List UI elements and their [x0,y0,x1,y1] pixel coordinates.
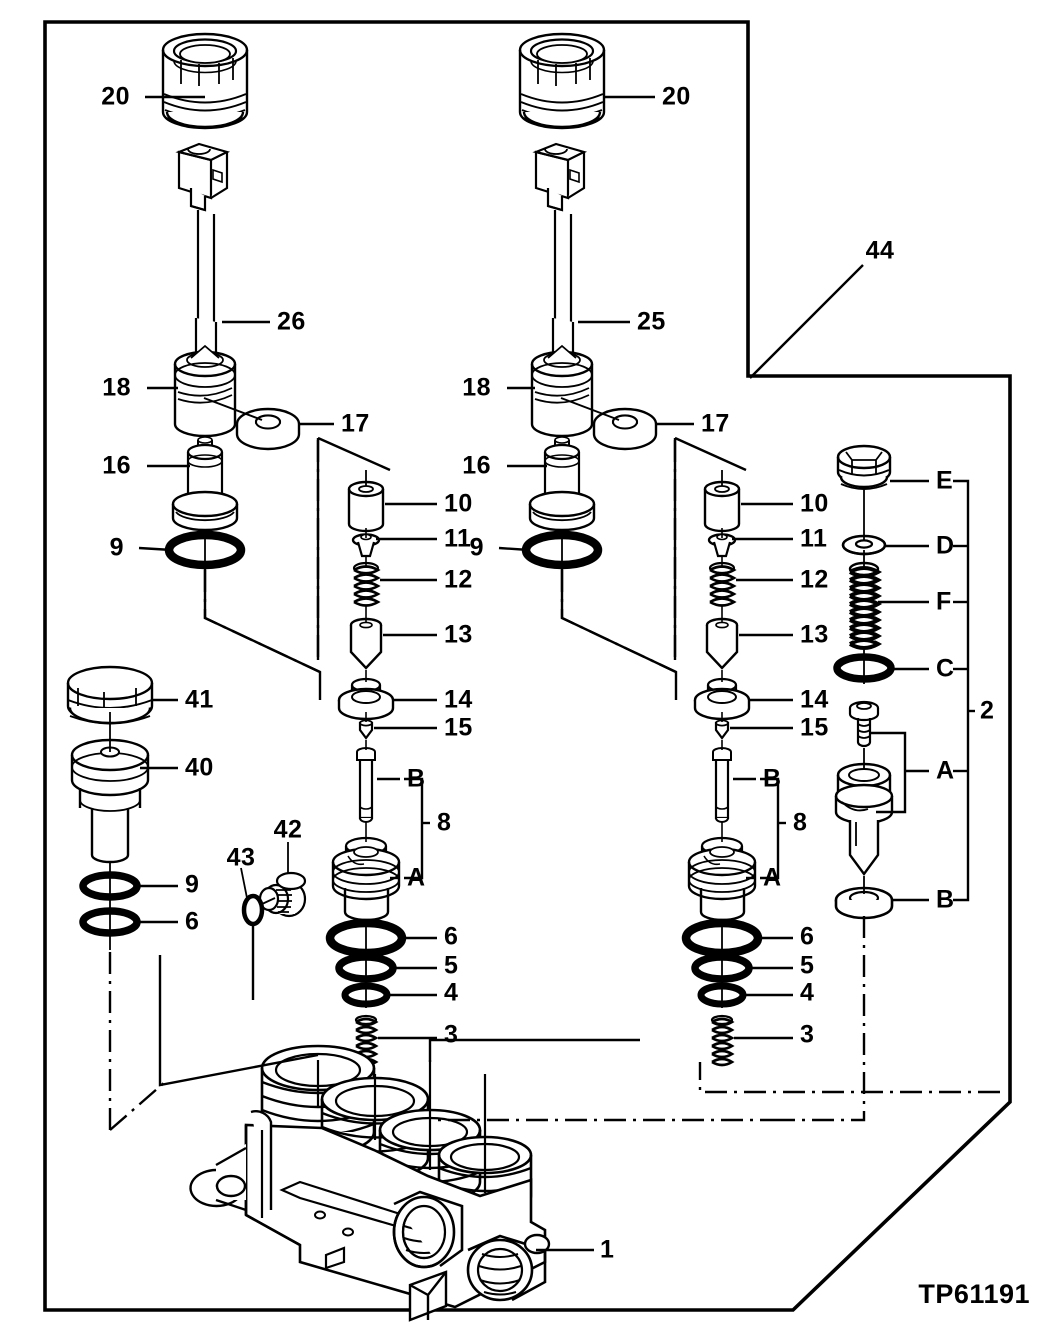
callout-f-cF: F [936,587,952,616]
callout-26-c26: 26 [277,307,306,336]
callout-17-c17L: 17 [341,409,370,438]
callout-3-c3L: 3 [444,1020,459,1049]
valve-cartridge-left [330,470,402,1067]
callout-16-c16L: 16 [102,451,131,480]
callout-9-c9R: 9 [469,533,484,562]
callout-5-c5L: 5 [444,951,459,980]
solenoid-assembly-right [518,32,658,566]
solenoid-coil-right [530,344,594,438]
callout-3-c3R: 3 [800,1020,815,1049]
part-E [836,444,892,490]
callout-c-cC: C [936,654,955,683]
callout-8-c8R: 8 [793,808,808,837]
callout-18-c18L: 18 [102,373,131,402]
plunger-right [528,436,596,532]
callout-5-c5R: 5 [800,951,815,980]
callout-41-c41: 41 [185,685,214,714]
drawing-number: TP61191 [918,1279,1030,1309]
callout-10-c10R: 10 [800,489,829,518]
relief-cartridge-right [834,444,894,920]
callout-12-c12R: 12 [800,565,829,594]
callout-4-c4R: 4 [800,978,815,1007]
callout-6-c6LL: 6 [185,907,200,936]
callout-14-c14L: 14 [444,685,473,714]
callout-e-cE: E [936,466,954,495]
part-A-right [687,836,757,922]
part-B-left [356,747,376,823]
callout-b-cB2: B [936,885,955,914]
callout-13-c13L: 13 [444,620,473,649]
callout-13-c13R: 13 [800,620,829,649]
part-F [848,561,883,650]
callout-6-c6R2: 6 [800,922,815,951]
callout-44-c44: 44 [865,236,895,265]
callout-a-cA2: A [936,756,955,785]
callout-1-c1: 1 [600,1235,615,1264]
callout-20-c20L: 20 [101,82,130,111]
part-10-right [703,480,741,533]
part-B-right [712,747,732,823]
callout-18-c18R: 18 [462,373,491,402]
callout-15-c15L: 15 [444,713,473,742]
callout-d-cD: D [936,531,955,560]
part-12-left [352,561,381,607]
callout-b-cBR: B [763,764,782,793]
callout-43-c43: 43 [226,843,256,872]
callout-11-c11R: 11 [800,524,828,553]
assembly-bracket-paths [158,436,747,1087]
callout-4-c4L: 4 [444,978,459,1007]
plug-42-assembly [240,842,307,927]
leader-44 [749,264,864,379]
part-43 [241,893,265,927]
callout-12-c12L: 12 [444,565,473,594]
part-14-right [693,677,751,721]
part-A-stem-right [848,700,880,748]
part-15-right [714,719,730,740]
callout-11-c11L: 11 [444,524,472,553]
part-B-right-washer [834,886,894,920]
callout-6-c6L2: 6 [444,922,459,951]
part-12-right [708,561,737,607]
part-42 [258,871,307,918]
callout-15-c15R: 15 [800,713,829,742]
spring-3-right [710,1014,735,1067]
assembly-indicator-lines [316,1060,487,1193]
callout-8-c8L: 8 [437,808,452,837]
valve-cartridge-right [686,470,758,1067]
callout-42-c42: 42 [273,815,303,844]
relief-valve-left [66,665,154,950]
callout-a-cAR: A [763,863,782,892]
part-15-left [358,719,374,740]
callout-9-c9L: 9 [109,533,124,562]
callout-9-c9LL: 9 [185,870,200,899]
callout-25-c25: 25 [637,307,666,336]
plunger-left [171,436,239,532]
callout-b-cBL: B [407,764,426,793]
callout-a-cAL: A [407,863,426,892]
callout-10-c10L: 10 [444,489,473,518]
part-40 [70,738,150,864]
part-A-body-right [834,762,894,877]
part-A-left [331,836,401,922]
manifold-block [189,1044,551,1322]
part-13-left [349,617,383,670]
callout-2-c2: 2 [980,696,995,725]
border-frame [43,20,1012,1312]
callout-16-c16R: 16 [462,451,491,480]
solenoid-assembly-left [161,32,301,566]
part-13-right [705,617,739,670]
solenoid-coil-left [173,344,237,438]
callout-40-c40: 40 [185,753,214,782]
callout-17-c17R: 17 [701,409,730,438]
part-10-left [347,480,385,533]
leader-lines [138,95,975,1252]
spring-3-left [354,1014,379,1067]
callout-20-c20R: 20 [662,82,691,111]
callout-14-c14R: 14 [800,685,829,714]
